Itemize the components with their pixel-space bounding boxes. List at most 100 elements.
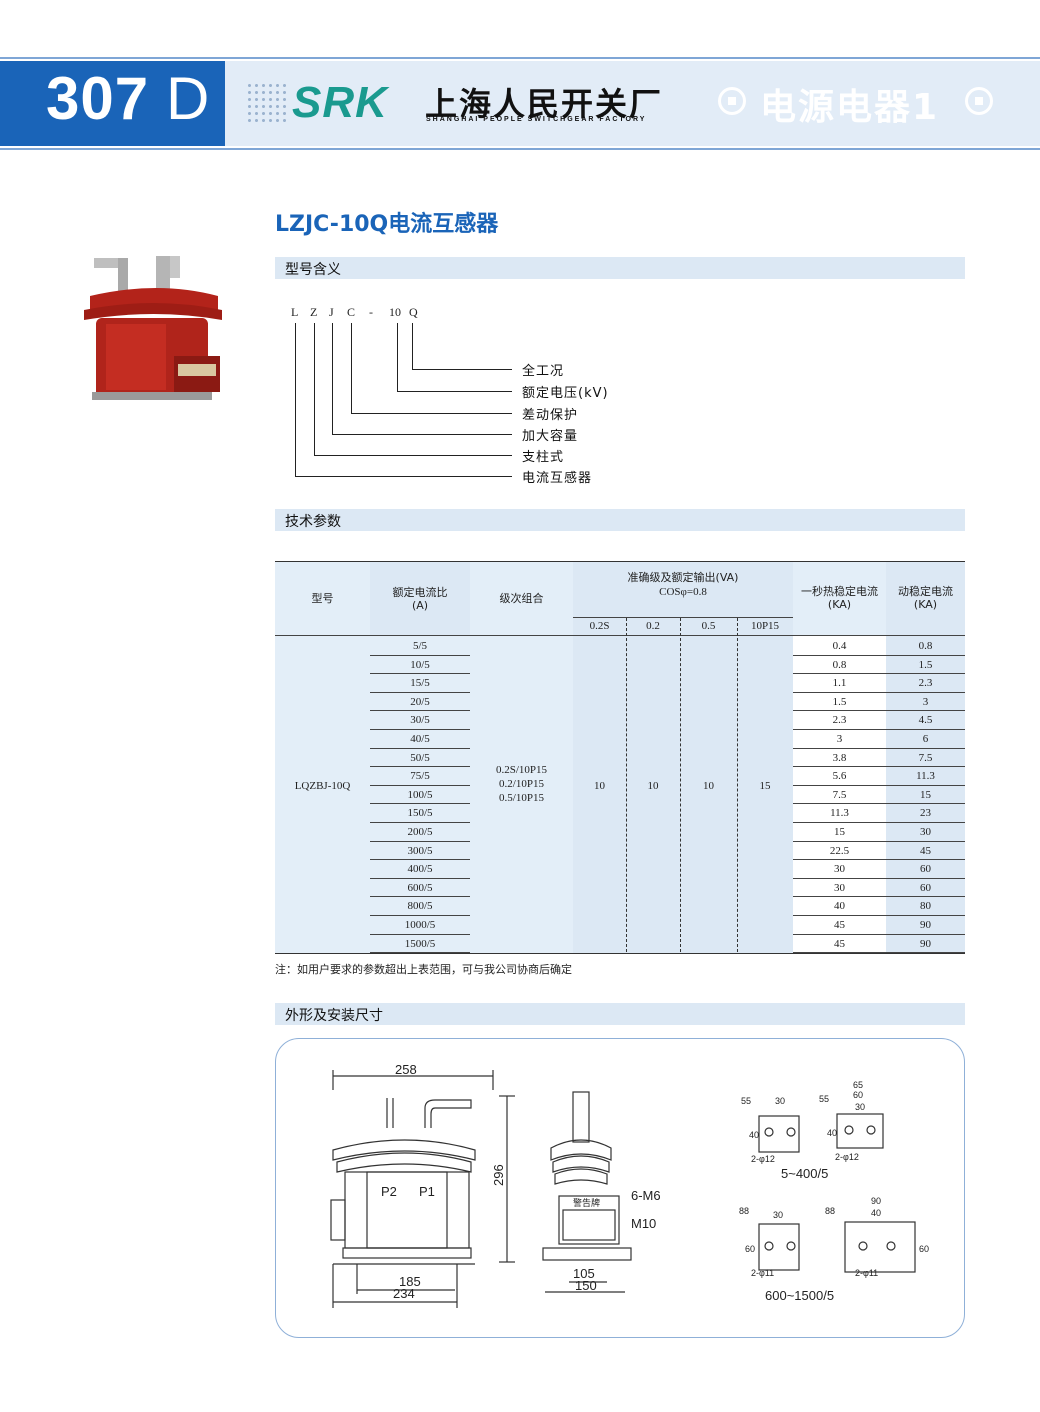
leader-line bbox=[332, 323, 333, 435]
td-dynamic: 0.8 bbox=[918, 640, 933, 652]
th-dynamic: 动稳定电流 bbox=[898, 585, 953, 598]
th-thermal: 一秒热稳定电流 bbox=[801, 585, 878, 598]
terminal-bar bbox=[94, 258, 124, 268]
td-thermal: 22.5 bbox=[829, 844, 850, 857]
leader-line bbox=[397, 323, 398, 392]
code-char: J bbox=[329, 305, 334, 319]
col-shade bbox=[370, 636, 470, 953]
col-shade bbox=[370, 562, 470, 636]
row-divider bbox=[370, 766, 470, 768]
mounting-plates: 55 30 40 2-φ12 65 60 30 55 40 2-φ12 5~40… bbox=[739, 1080, 929, 1303]
col-separator bbox=[626, 618, 627, 952]
code-char: Z bbox=[310, 305, 318, 319]
row-divider bbox=[793, 803, 965, 805]
row-divider bbox=[793, 915, 965, 916]
td-ratio: 10/5 bbox=[410, 658, 430, 671]
row-divider bbox=[793, 691, 965, 693]
th-dynamic-unit: (KA) bbox=[913, 598, 938, 611]
td-ratio: 20/5 bbox=[410, 695, 430, 708]
dim-c1: 88 bbox=[739, 1206, 749, 1216]
col-shade bbox=[886, 562, 965, 953]
label-bolt: M10 bbox=[631, 1216, 656, 1231]
row-divider bbox=[370, 896, 470, 898]
td-thermal: 15 bbox=[834, 826, 845, 838]
leader-line bbox=[295, 476, 512, 477]
meaning-item: 电流互感器 bbox=[522, 471, 593, 486]
terminal-strip bbox=[178, 364, 216, 376]
row-divider bbox=[793, 840, 965, 842]
dim-b2: 30 bbox=[855, 1102, 865, 1112]
dim-a-h: 40 bbox=[749, 1130, 759, 1140]
leader-line bbox=[397, 391, 512, 392]
td-dynamic: 90 bbox=[920, 919, 931, 931]
bullet-circle-icon bbox=[965, 87, 993, 115]
header-rule-top bbox=[0, 57, 1040, 59]
dim-d-h: 60 bbox=[919, 1244, 929, 1254]
td-dynamic: 6 bbox=[922, 733, 929, 745]
col-shade bbox=[275, 636, 370, 953]
td-ratio: 400/5 bbox=[407, 863, 433, 876]
dim-side-base2: 150 bbox=[575, 1278, 597, 1293]
dim-front-width: 258 bbox=[395, 1062, 417, 1077]
page-number-box-edge bbox=[222, 61, 225, 146]
section-title: 电源电器1 bbox=[716, 78, 939, 130]
model-meaning-bar: 型号含义 bbox=[275, 257, 965, 279]
td-dynamic: 4.5 bbox=[918, 714, 933, 727]
dim-front-base1: 185 bbox=[399, 1274, 421, 1289]
td-dynamic: 60 bbox=[920, 863, 931, 876]
meaning-item: 支柱式 bbox=[522, 450, 565, 465]
leader-line bbox=[351, 323, 352, 414]
meaning-item: 额定电压(kV) bbox=[522, 386, 609, 401]
col-shade bbox=[793, 562, 886, 636]
row-divider bbox=[793, 747, 965, 749]
row-divider bbox=[370, 673, 470, 675]
row-divider bbox=[370, 803, 470, 805]
td-output: 10 bbox=[703, 780, 714, 792]
td-ratio: 5/5 bbox=[412, 640, 428, 652]
row-divider bbox=[370, 859, 470, 861]
td-thermal: 2.3 bbox=[832, 714, 847, 727]
td-thermal: 11.3 bbox=[830, 807, 849, 820]
page-suffix: D bbox=[166, 65, 210, 132]
company-name-en: SHANGHAI PEOPLE SWITCHGEAR FACTORY bbox=[426, 116, 647, 123]
dim-b3: 55 bbox=[819, 1094, 829, 1104]
row-divider bbox=[793, 710, 965, 712]
td-ratio: 30/5 bbox=[410, 714, 430, 727]
row-divider bbox=[793, 896, 965, 898]
th-combo: 级次组合 bbox=[499, 592, 544, 605]
page-number-box bbox=[0, 61, 222, 146]
tech-params-bar: 技术参数 bbox=[275, 509, 965, 531]
row-divider bbox=[370, 729, 470, 730]
td-ratio: 75/5 bbox=[410, 770, 430, 783]
table-note: 注：如用户要求的参数超出上表范围，可与我公司协商后确定 bbox=[275, 963, 572, 976]
col-separator bbox=[680, 618, 681, 952]
td-ratio: 800/5 bbox=[407, 900, 433, 913]
td-dynamic: 2.3 bbox=[918, 677, 933, 690]
td-ratio: 300/5 bbox=[407, 844, 433, 857]
col-shade bbox=[275, 562, 370, 636]
td-dynamic: 23 bbox=[920, 807, 931, 820]
td-ratio: 1500/5 bbox=[404, 937, 436, 950]
row-divider bbox=[370, 840, 470, 842]
label-p1: P1 bbox=[419, 1184, 435, 1199]
product-title: LZJC-10Q电流互感器 bbox=[275, 212, 499, 237]
label-screws: 6-M6 bbox=[631, 1188, 661, 1203]
code-char: Q bbox=[409, 305, 418, 319]
dim-b0: 65 bbox=[853, 1080, 863, 1090]
brand-logo: SRK bbox=[292, 78, 388, 127]
dim-c2: 30 bbox=[773, 1210, 783, 1220]
th-model: 型号 bbox=[311, 592, 334, 605]
row-divider bbox=[793, 766, 965, 768]
td-combo: 0.2S/10P15 bbox=[495, 764, 548, 776]
row-divider bbox=[370, 691, 470, 693]
section-title-text: 电源电器1 bbox=[760, 87, 940, 128]
td-dynamic: 30 bbox=[920, 826, 931, 838]
header-band bbox=[224, 61, 1040, 146]
td-dynamic: 15 bbox=[920, 788, 931, 801]
td-thermal: 45 bbox=[834, 937, 845, 950]
td-dynamic: 11.3 bbox=[916, 770, 935, 783]
code-char: C bbox=[347, 305, 356, 319]
td-dynamic: 1.5 bbox=[918, 658, 933, 671]
dim-front-height: 296 bbox=[491, 1164, 506, 1186]
td-output: 10 bbox=[594, 780, 605, 792]
